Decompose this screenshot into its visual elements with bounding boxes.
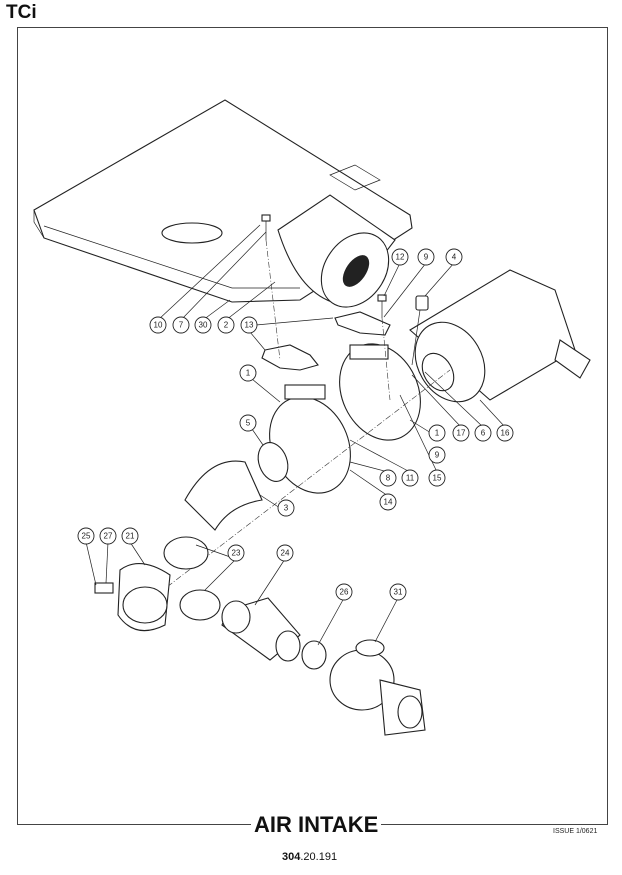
svg-text:17: 17 <box>457 429 466 438</box>
hose-clamp <box>257 442 289 482</box>
bolt-hardware <box>261 214 387 318</box>
svg-text:30: 30 <box>199 321 208 330</box>
callout-labels: 10 7 30 2 13 12 9 4 1 5 1 17 6 16 9 8 11… <box>77 248 514 601</box>
callout-9b: 9 <box>428 446 446 464</box>
intake-pipe <box>221 597 301 662</box>
diagram-title: AIR INTAKE <box>251 812 382 838</box>
svg-text:24: 24 <box>281 549 290 558</box>
turbocharger <box>329 639 426 736</box>
callout-23: 23 <box>227 544 245 562</box>
svg-text:11: 11 <box>406 474 415 483</box>
page-number-bold: 304 <box>282 851 301 863</box>
svg-text:1: 1 <box>246 369 251 378</box>
mounting-bracket <box>261 344 319 371</box>
svg-text:2: 2 <box>224 321 229 330</box>
mounting-bracket <box>334 311 391 336</box>
callout-4: 4 <box>445 248 463 266</box>
callout-25: 25 <box>77 527 95 545</box>
callout-21: 21 <box>121 527 139 545</box>
svg-text:12: 12 <box>396 253 405 262</box>
svg-text:4: 4 <box>452 253 457 262</box>
svg-text:14: 14 <box>384 498 393 507</box>
callout-31: 31 <box>389 583 407 601</box>
frame-bottom-left <box>17 824 251 825</box>
callout-30: 30 <box>194 316 212 334</box>
svg-text:3: 3 <box>284 504 289 513</box>
svg-text:23: 23 <box>232 549 241 558</box>
callout-24: 24 <box>276 544 294 562</box>
svg-text:9: 9 <box>424 253 429 262</box>
cover-duct <box>277 194 396 308</box>
hose-clip <box>301 640 327 670</box>
svg-text:26: 26 <box>340 588 349 597</box>
svg-text:7: 7 <box>179 321 184 330</box>
svg-text:16: 16 <box>501 429 510 438</box>
callout-13: 13 <box>240 316 258 334</box>
elbow-adaptor <box>94 563 171 632</box>
svg-text:13: 13 <box>245 321 254 330</box>
svg-text:27: 27 <box>104 532 113 541</box>
callout-1: 1 <box>239 364 257 382</box>
callout-8: 8 <box>379 469 397 487</box>
callout-12: 12 <box>391 248 409 266</box>
svg-text:15: 15 <box>433 474 442 483</box>
model-label: TCi <box>6 2 37 23</box>
svg-text:5: 5 <box>246 419 251 428</box>
callout-27: 27 <box>99 527 117 545</box>
callout-15: 15 <box>428 469 446 487</box>
svg-text:25: 25 <box>82 532 91 541</box>
svg-text:9: 9 <box>435 451 440 460</box>
svg-text:6: 6 <box>481 429 486 438</box>
svg-text:1: 1 <box>435 429 440 438</box>
callout-5: 5 <box>239 414 257 432</box>
air-filter <box>409 269 591 403</box>
callout-3: 3 <box>277 499 295 517</box>
callout-7: 7 <box>172 316 190 334</box>
elbow-hose <box>184 460 263 531</box>
svg-text:8: 8 <box>386 474 391 483</box>
page-number-rest: .20.191 <box>300 851 338 863</box>
svg-text:21: 21 <box>126 532 135 541</box>
callout-17: 17 <box>452 424 470 442</box>
callout-26: 26 <box>335 583 353 601</box>
diagram-frame <box>17 27 608 825</box>
callout-9: 9 <box>417 248 435 266</box>
svg-text:31: 31 <box>394 588 403 597</box>
page-number: 304.20.191 <box>282 851 337 863</box>
callout-11: 11 <box>401 469 419 487</box>
frame-bottom-right <box>372 824 607 825</box>
callout-6: 6 <box>474 424 492 442</box>
svg-text:10: 10 <box>154 321 163 330</box>
callout-2: 2 <box>217 316 235 334</box>
callout-14: 14 <box>379 493 397 511</box>
issue-label: ISSUE 1/0621 <box>553 828 598 835</box>
clamp <box>179 589 221 621</box>
callout-16: 16 <box>496 424 514 442</box>
clamp <box>163 536 209 570</box>
callout-10: 10 <box>149 316 167 334</box>
callout-1b: 1 <box>428 424 446 442</box>
